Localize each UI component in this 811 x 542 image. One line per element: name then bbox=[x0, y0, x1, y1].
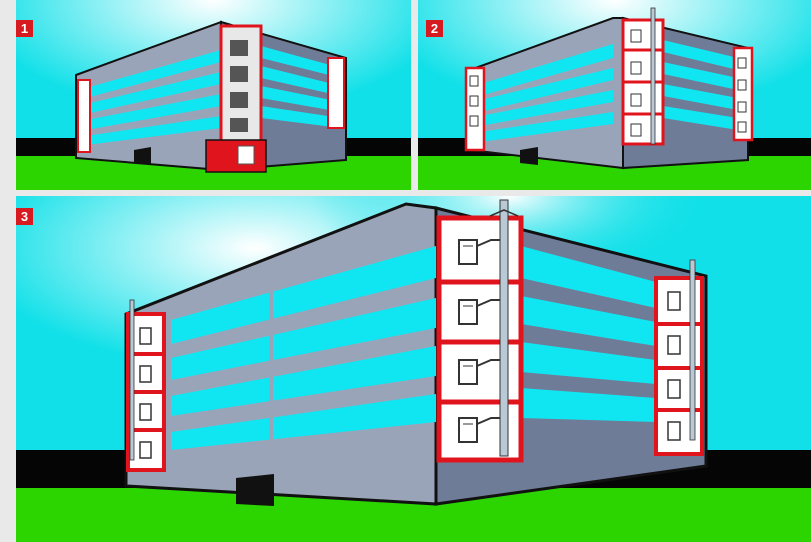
boiler-column-left bbox=[464, 66, 486, 152]
boiler-unit-icon bbox=[458, 417, 478, 443]
boiler-unit-icon bbox=[458, 359, 478, 385]
building-scene-3 bbox=[16, 196, 811, 542]
flue-pipe-icon bbox=[499, 199, 509, 457]
panel-number-badge: 2 bbox=[426, 20, 443, 37]
boiler-column-left bbox=[126, 299, 166, 472]
flue-pipe-icon bbox=[689, 259, 696, 441]
building-door bbox=[236, 474, 274, 506]
panel-number-badge: 3 bbox=[16, 208, 33, 225]
boiler-column-right bbox=[654, 259, 704, 456]
boiler-room bbox=[205, 139, 267, 173]
flue-pipe-icon bbox=[129, 299, 135, 461]
panel-number-badge: 1 bbox=[16, 20, 33, 37]
boiler-unit-icon bbox=[458, 239, 478, 265]
boiler-column-center bbox=[436, 199, 524, 463]
boiler-column-center bbox=[621, 7, 665, 146]
building-scene-1 bbox=[16, 0, 411, 190]
boiler-unit-icon bbox=[458, 299, 478, 325]
boiler-column-right bbox=[732, 46, 754, 142]
flue-pipe-icon bbox=[650, 7, 656, 145]
panel-1: 1 bbox=[16, 0, 411, 190]
panel-3: 3 bbox=[16, 196, 811, 542]
building-scene-2 bbox=[418, 0, 811, 190]
panel-2: 2 bbox=[418, 0, 811, 190]
